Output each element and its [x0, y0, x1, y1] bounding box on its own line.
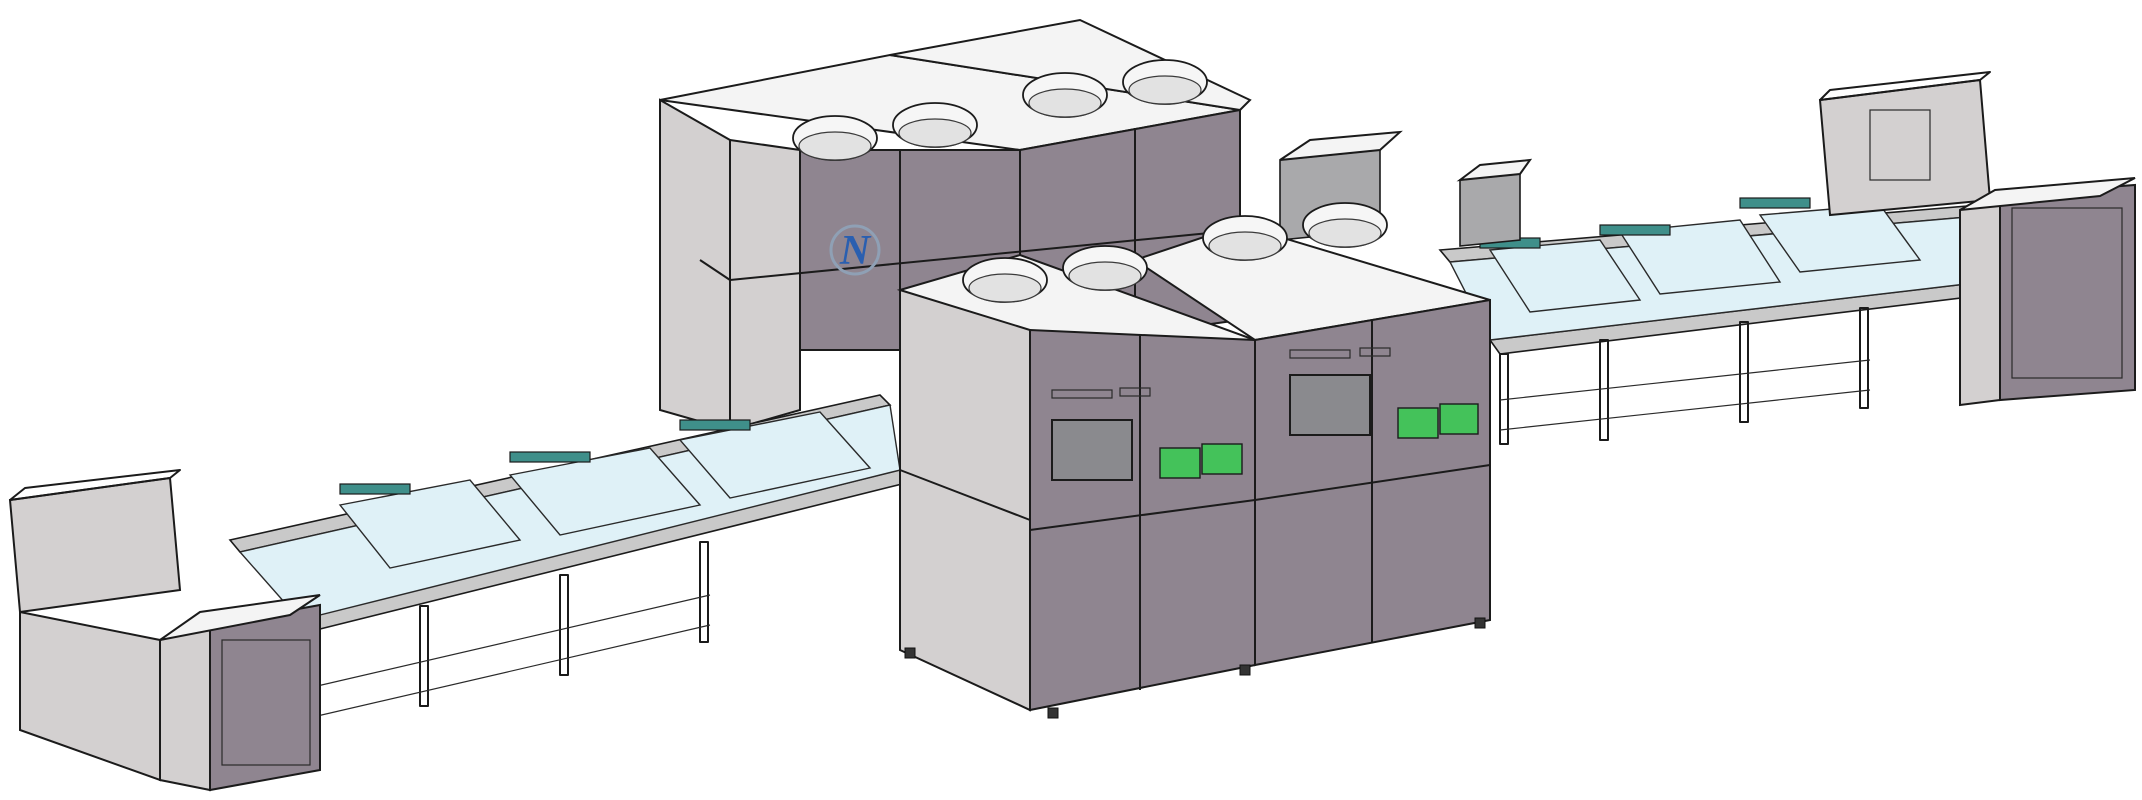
exhaust-fan-icon — [1062, 245, 1148, 291]
left-end-unit — [8, 469, 321, 792]
exhaust-fan-icon — [962, 257, 1048, 303]
front-fans — [962, 202, 1388, 303]
cabinet-feet — [904, 617, 1486, 719]
exhaust-fan-icon — [1302, 202, 1388, 248]
right-conveyor-section — [1438, 185, 2012, 445]
logo-text: N — [839, 228, 872, 274]
exhaust-fan-icon — [1122, 59, 1208, 105]
left-conveyor-section — [228, 394, 912, 735]
exhaust-fan-icon — [792, 115, 878, 161]
front-cabinet-left — [896, 253, 1259, 712]
exhaust-fan-icon — [1022, 72, 1108, 118]
exhaust-fan-icon — [892, 102, 978, 148]
back-fans — [792, 59, 1208, 161]
right-end-unit — [1818, 71, 2136, 407]
exhaust-fan-icon — [1202, 215, 1288, 261]
company-logo-icon: N — [829, 224, 881, 276]
